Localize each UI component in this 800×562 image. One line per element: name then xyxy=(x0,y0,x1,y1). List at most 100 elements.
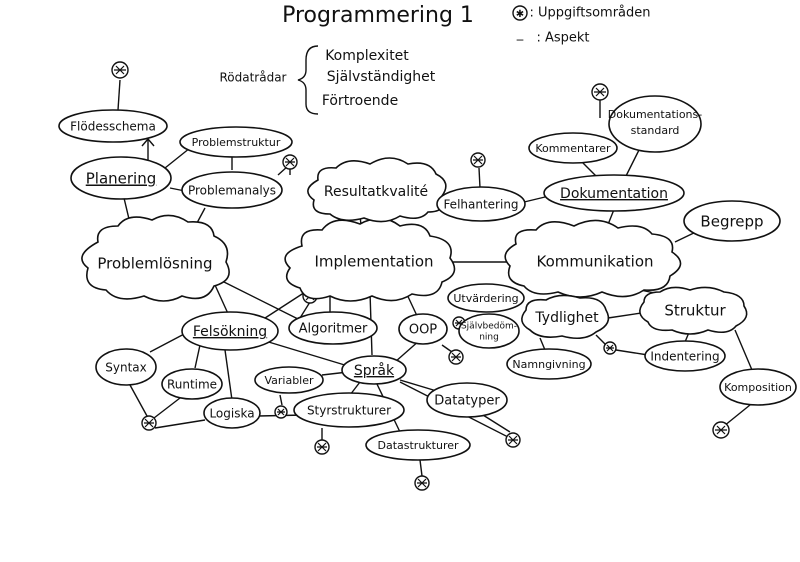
node-styrstrukturer: Styrstrukturer xyxy=(307,404,391,418)
node-sjalvbedomning-line2: ning xyxy=(479,333,499,343)
red-threads-brace xyxy=(297,45,319,115)
task-star-icon xyxy=(314,439,330,455)
node-kommentarer: Kommentarer xyxy=(535,142,611,155)
ellipse-problemstruktur: Problemstruktur xyxy=(179,126,293,158)
node-indentering: Indentering xyxy=(650,350,719,364)
ellipse-syntax: Syntax xyxy=(95,348,157,386)
task-star-icon xyxy=(712,421,730,439)
connector xyxy=(129,384,148,417)
task-star-icon xyxy=(141,415,157,431)
node-algoritmer: Algoritmer xyxy=(299,322,368,337)
ellipse-felhantering: Felhantering xyxy=(436,186,526,222)
cloud-tydlighet: Tydlighet xyxy=(521,294,610,340)
connector xyxy=(261,339,349,367)
red-thread-item: Komplexitet xyxy=(325,48,409,64)
connector xyxy=(615,349,649,356)
connector xyxy=(723,404,751,427)
ellipse-utvardering: Utvärdering xyxy=(447,283,525,313)
node-variabler: Variabler xyxy=(264,374,314,387)
connector xyxy=(117,79,121,111)
connector xyxy=(194,344,201,369)
connector xyxy=(734,329,753,371)
task-star-icon xyxy=(448,349,464,365)
legend-line-label: : Aspekt xyxy=(536,31,589,46)
node-felhantering: Felhantering xyxy=(443,198,518,212)
node-problemstruktur: Problemstruktur xyxy=(192,136,281,149)
ellipse-sprak: Språk xyxy=(341,355,407,385)
task-star-icon xyxy=(505,432,521,448)
cloud-kommunikation: Kommunikation xyxy=(504,219,682,298)
legend-star-label: : Uppgiftsområden xyxy=(529,6,650,21)
red-thread-item: Förtroende xyxy=(322,93,398,109)
node-syntax: Syntax xyxy=(105,361,146,375)
task-star-icon xyxy=(414,475,430,491)
ellipse-dokstandard: Dokumentations- standard xyxy=(608,95,703,153)
cloud-resultatkvalite: Resultatkvalité xyxy=(307,157,447,223)
task-star-icon xyxy=(274,405,288,419)
node-oop: OOP xyxy=(409,323,437,338)
node-logiska: Logiska xyxy=(209,407,254,421)
node-problemlosning: Problemlösning xyxy=(97,255,212,273)
node-planering: Planering xyxy=(86,170,157,188)
ellipse-kommentarer: Kommentarer xyxy=(528,132,618,164)
node-dokstandard-line2: standard xyxy=(631,124,680,137)
task-star-icon xyxy=(111,61,129,79)
node-flodesschema: Flödesschema xyxy=(70,120,156,134)
ellipse-datastrukturer: Datastrukturer xyxy=(365,429,471,461)
node-felsokning: Felsökning xyxy=(193,324,267,340)
connector xyxy=(224,349,233,401)
cloud-struktur: Struktur xyxy=(639,286,748,335)
cloud-problemlosning: Problemlösning xyxy=(81,214,230,302)
node-sprak: Språk xyxy=(354,362,395,379)
connector xyxy=(164,147,191,169)
node-tydlighet: Tydlighet xyxy=(534,310,599,326)
connector xyxy=(624,147,641,179)
ellipse-indentering: Indentering xyxy=(644,340,726,372)
ellipse-sjalvbedomning: Självbedöm- ning xyxy=(458,313,520,349)
node-kommunikation: Kommunikation xyxy=(536,253,653,271)
node-runtime: Runtime xyxy=(167,378,217,392)
red-threads-label: Rödatrådar xyxy=(219,71,286,85)
red-thread-item: Självständighet xyxy=(327,69,436,85)
connector xyxy=(478,167,481,189)
ellipse-oop: OOP xyxy=(398,313,448,345)
ellipse-algoritmer: Algoritmer xyxy=(288,311,378,345)
legend-star-symbol: ✱ xyxy=(516,9,524,20)
node-komposition: Komposition xyxy=(724,381,792,394)
ellipse-planering: Planering xyxy=(70,156,172,200)
node-struktur: Struktur xyxy=(664,302,726,320)
red-threads: Rödatrådar Komplexitet Självständighet F… xyxy=(219,45,436,115)
task-star-icon xyxy=(591,83,609,101)
ellipse-namngivning: Namngivning xyxy=(506,348,592,380)
node-dokumentation: Dokumentation xyxy=(560,186,668,202)
ellipse-problemanalys: Problemanalys xyxy=(181,171,283,209)
connector xyxy=(149,331,189,353)
connector xyxy=(154,419,206,429)
task-star-icon xyxy=(603,341,617,355)
node-resultatkvalite: Resultatkvalité xyxy=(324,184,428,200)
ellipse-dokumentation: Dokumentation xyxy=(543,174,685,212)
ellipse-begrepp: Begrepp xyxy=(683,200,781,242)
node-namngivning: Namngivning xyxy=(512,358,585,371)
node-sjalvbedomning-line1: Självbedöm- xyxy=(461,322,517,332)
node-utvardering: Utvärdering xyxy=(453,292,518,305)
node-dokstandard-line1: Dokumentations- xyxy=(608,108,703,121)
task-markers xyxy=(111,61,730,491)
node-implementation: Implementation xyxy=(314,253,433,271)
node-begrepp: Begrepp xyxy=(700,213,763,231)
legend-line-symbol: _ xyxy=(516,27,524,42)
ellipse-flodesschema: Flödesschema xyxy=(58,109,168,143)
connector xyxy=(441,344,453,353)
page-title: Programmering 1 xyxy=(282,3,474,28)
node-datastrukturer: Datastrukturer xyxy=(377,439,459,452)
ellipse-logiska: Logiska xyxy=(203,397,261,429)
ellipse-runtime: Runtime xyxy=(161,368,223,400)
task-star-icon xyxy=(282,154,298,170)
cloud-implementation: Implementation xyxy=(284,217,456,302)
legend: ✱ : Uppgiftsområden _ : Aspekt xyxy=(512,5,651,46)
node-datatyper: Datatyper xyxy=(434,394,500,409)
ellipse-styrstrukturer: Styrstrukturer xyxy=(293,392,405,428)
ellipse-felsokning: Felsökning xyxy=(181,311,279,351)
node-problemanalys: Problemanalys xyxy=(188,184,276,198)
